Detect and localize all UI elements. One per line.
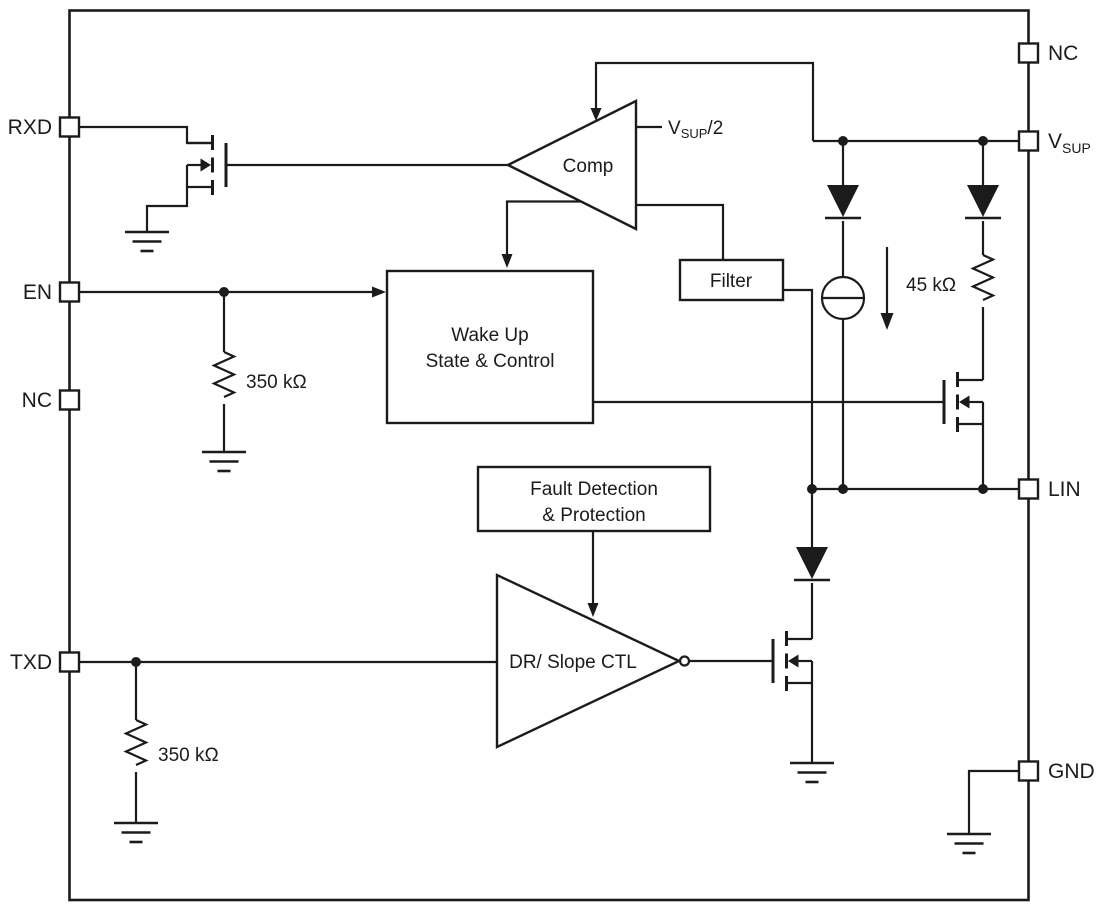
pin-txd-pad [58, 651, 81, 673]
pin-pads [58, 42, 1040, 782]
vsup-rail [813, 136, 1019, 146]
pin-gnd-label: GND [1048, 760, 1095, 783]
pin-nc-left-label: NC [22, 389, 52, 412]
junction-dot [978, 484, 988, 494]
pin-vsup-pad [1017, 130, 1040, 152]
arrowhead-into-comparator [590, 108, 602, 121]
pin-gnd-pad [1017, 760, 1040, 782]
filter-block: Filter [678, 258, 785, 302]
junction-dot [838, 484, 848, 494]
txd-wiring: 350 kΩ [79, 657, 497, 844]
vref-label: VSUP/2 [668, 118, 723, 141]
gnd-wiring [945, 769, 1019, 855]
lin-pullup-branch: 45 kΩ [906, 141, 1003, 380]
comparator-feedback-wire [590, 61, 815, 141]
current-direction-arrow [880, 313, 894, 330]
wakeup-label-line1: Wake Up [451, 325, 528, 346]
filter-to-lin-wire [783, 288, 814, 489]
fault-label-line2: & Protection [542, 505, 646, 526]
comparator-to-filter-wire [636, 203, 725, 260]
wakeup-block: Wake Up State & Control [385, 269, 595, 425]
pin-lin-pad [1017, 478, 1040, 500]
pin-labels: RXD EN NC TXD NC VSUP LIN GND [8, 42, 1095, 783]
arrowhead-into-wakeup-left [372, 286, 386, 298]
wakeup-label-line2: State & Control [426, 351, 555, 372]
arrowhead-into-driver [587, 603, 599, 617]
pin-nc-right-label: NC [1048, 42, 1078, 65]
comparator-label: Comp [563, 156, 614, 177]
fault-label-line1: Fault Detection [530, 479, 658, 500]
pin-rxd-label: RXD [8, 116, 52, 139]
pin-vsup-label: VSUP [1048, 130, 1091, 156]
driver-label: DR/ Slope CTL [509, 652, 637, 673]
lin-driver-branch [792, 489, 832, 763]
txd-pull-value: 350 kΩ [158, 745, 219, 766]
lin-pull-value: 45 kΩ [906, 275, 956, 296]
driver-triangle: DR/ Slope CTL [495, 573, 773, 749]
pin-txd-label: TXD [10, 651, 52, 674]
pin-en-pad [58, 281, 81, 303]
fault-block: Fault Detection & Protection [476, 465, 712, 617]
pin-lin-label: LIN [1048, 478, 1081, 501]
pin-nc-left-pad [58, 389, 81, 411]
comparator-to-wakeup-wire [501, 200, 581, 268]
en-wiring: 350 kΩ [79, 286, 386, 473]
lin-rail [807, 484, 1019, 494]
arrowhead-into-wakeup-top [501, 254, 513, 268]
en-pull-value: 350 kΩ [246, 372, 307, 393]
pin-nc-right-pad [1017, 42, 1040, 64]
pin-en-label: EN [23, 281, 52, 304]
comparator-block: Comp [505, 99, 638, 231]
pin-rxd-pad [58, 116, 81, 138]
current-source-branch [820, 141, 894, 489]
filter-label: Filter [710, 271, 753, 292]
vref-stub: VSUP/2 [636, 118, 723, 141]
